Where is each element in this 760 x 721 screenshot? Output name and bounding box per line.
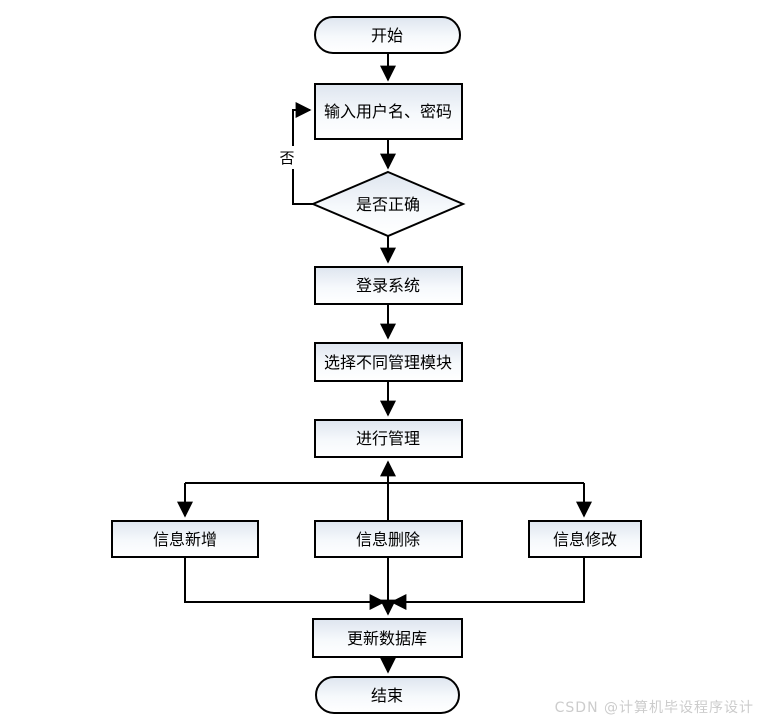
node-login-label: 登录系统 (356, 276, 420, 295)
node-decision-label: 是否正确 (356, 195, 420, 214)
node-input-label: 输入用户名、密码 (324, 102, 452, 121)
node-decision-diamond (310, 170, 466, 238)
node-login-process (314, 266, 463, 305)
node-select-module-label: 选择不同管理模块 (324, 353, 452, 372)
node-start-terminator (314, 16, 461, 54)
node-select-module-process (314, 342, 463, 382)
node-info-delete-process (314, 520, 463, 558)
node-end-terminator (315, 676, 460, 714)
edge-modify-to-merge (390, 557, 585, 610)
node-end-label: 结束 (371, 686, 403, 705)
edge-label-backing (278, 146, 297, 169)
node-input-process (314, 83, 463, 140)
node-info-modify-label: 信息修改 (553, 530, 617, 549)
node-info-modify-process (528, 520, 642, 558)
node-info-add-label: 信息新增 (153, 530, 217, 549)
node-manage-label: 进行管理 (356, 429, 420, 448)
edge-label-no: 否 (279, 149, 294, 167)
watermark: CSDN @计算机毕设程序设计 (554, 700, 754, 716)
edge-add-to-merge (184, 557, 386, 610)
node-update-db-label: 更新数据库 (347, 629, 427, 648)
node-start-label: 开始 (371, 26, 403, 45)
node-info-add-process (111, 520, 259, 558)
node-update-db-process (312, 618, 463, 658)
node-info-delete-label: 信息删除 (356, 530, 420, 549)
node-manage-process (314, 419, 463, 458)
